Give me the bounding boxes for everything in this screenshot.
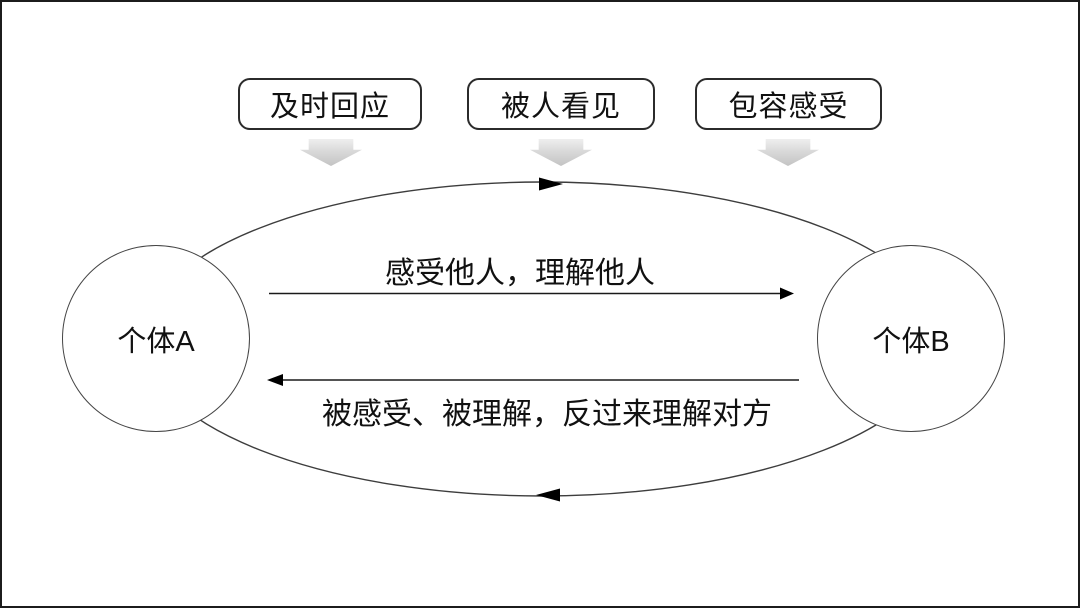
cycle-arrowhead-top-icon [539, 177, 563, 191]
top-box-timely-response: 及时回应 [238, 78, 422, 130]
backward-arrowhead-icon [267, 374, 283, 386]
top-box-accept-feelings: 包容感受 [695, 78, 882, 130]
node-individual-a: 个体A [62, 245, 250, 432]
top-box-accept-feelings-label: 包容感受 [728, 91, 849, 123]
node-individual-b-label: 个体B [872, 325, 950, 358]
forward-flow-label: 感受他人，理解他人 [385, 257, 655, 290]
node-individual-a-label: 个体A [117, 325, 195, 358]
top-box-being-seen-label: 被人看见 [500, 91, 621, 123]
node-individual-b: 个体B [817, 245, 1005, 432]
backward-flow-label: 被感受、被理解，反过来理解对方 [322, 398, 772, 431]
top-box-being-seen: 被人看见 [467, 78, 655, 130]
cycle-arrowhead-bottom-icon [536, 488, 560, 502]
top-box-timely-response-label: 及时回应 [269, 91, 390, 123]
forward-arrowhead-icon [780, 287, 794, 300]
